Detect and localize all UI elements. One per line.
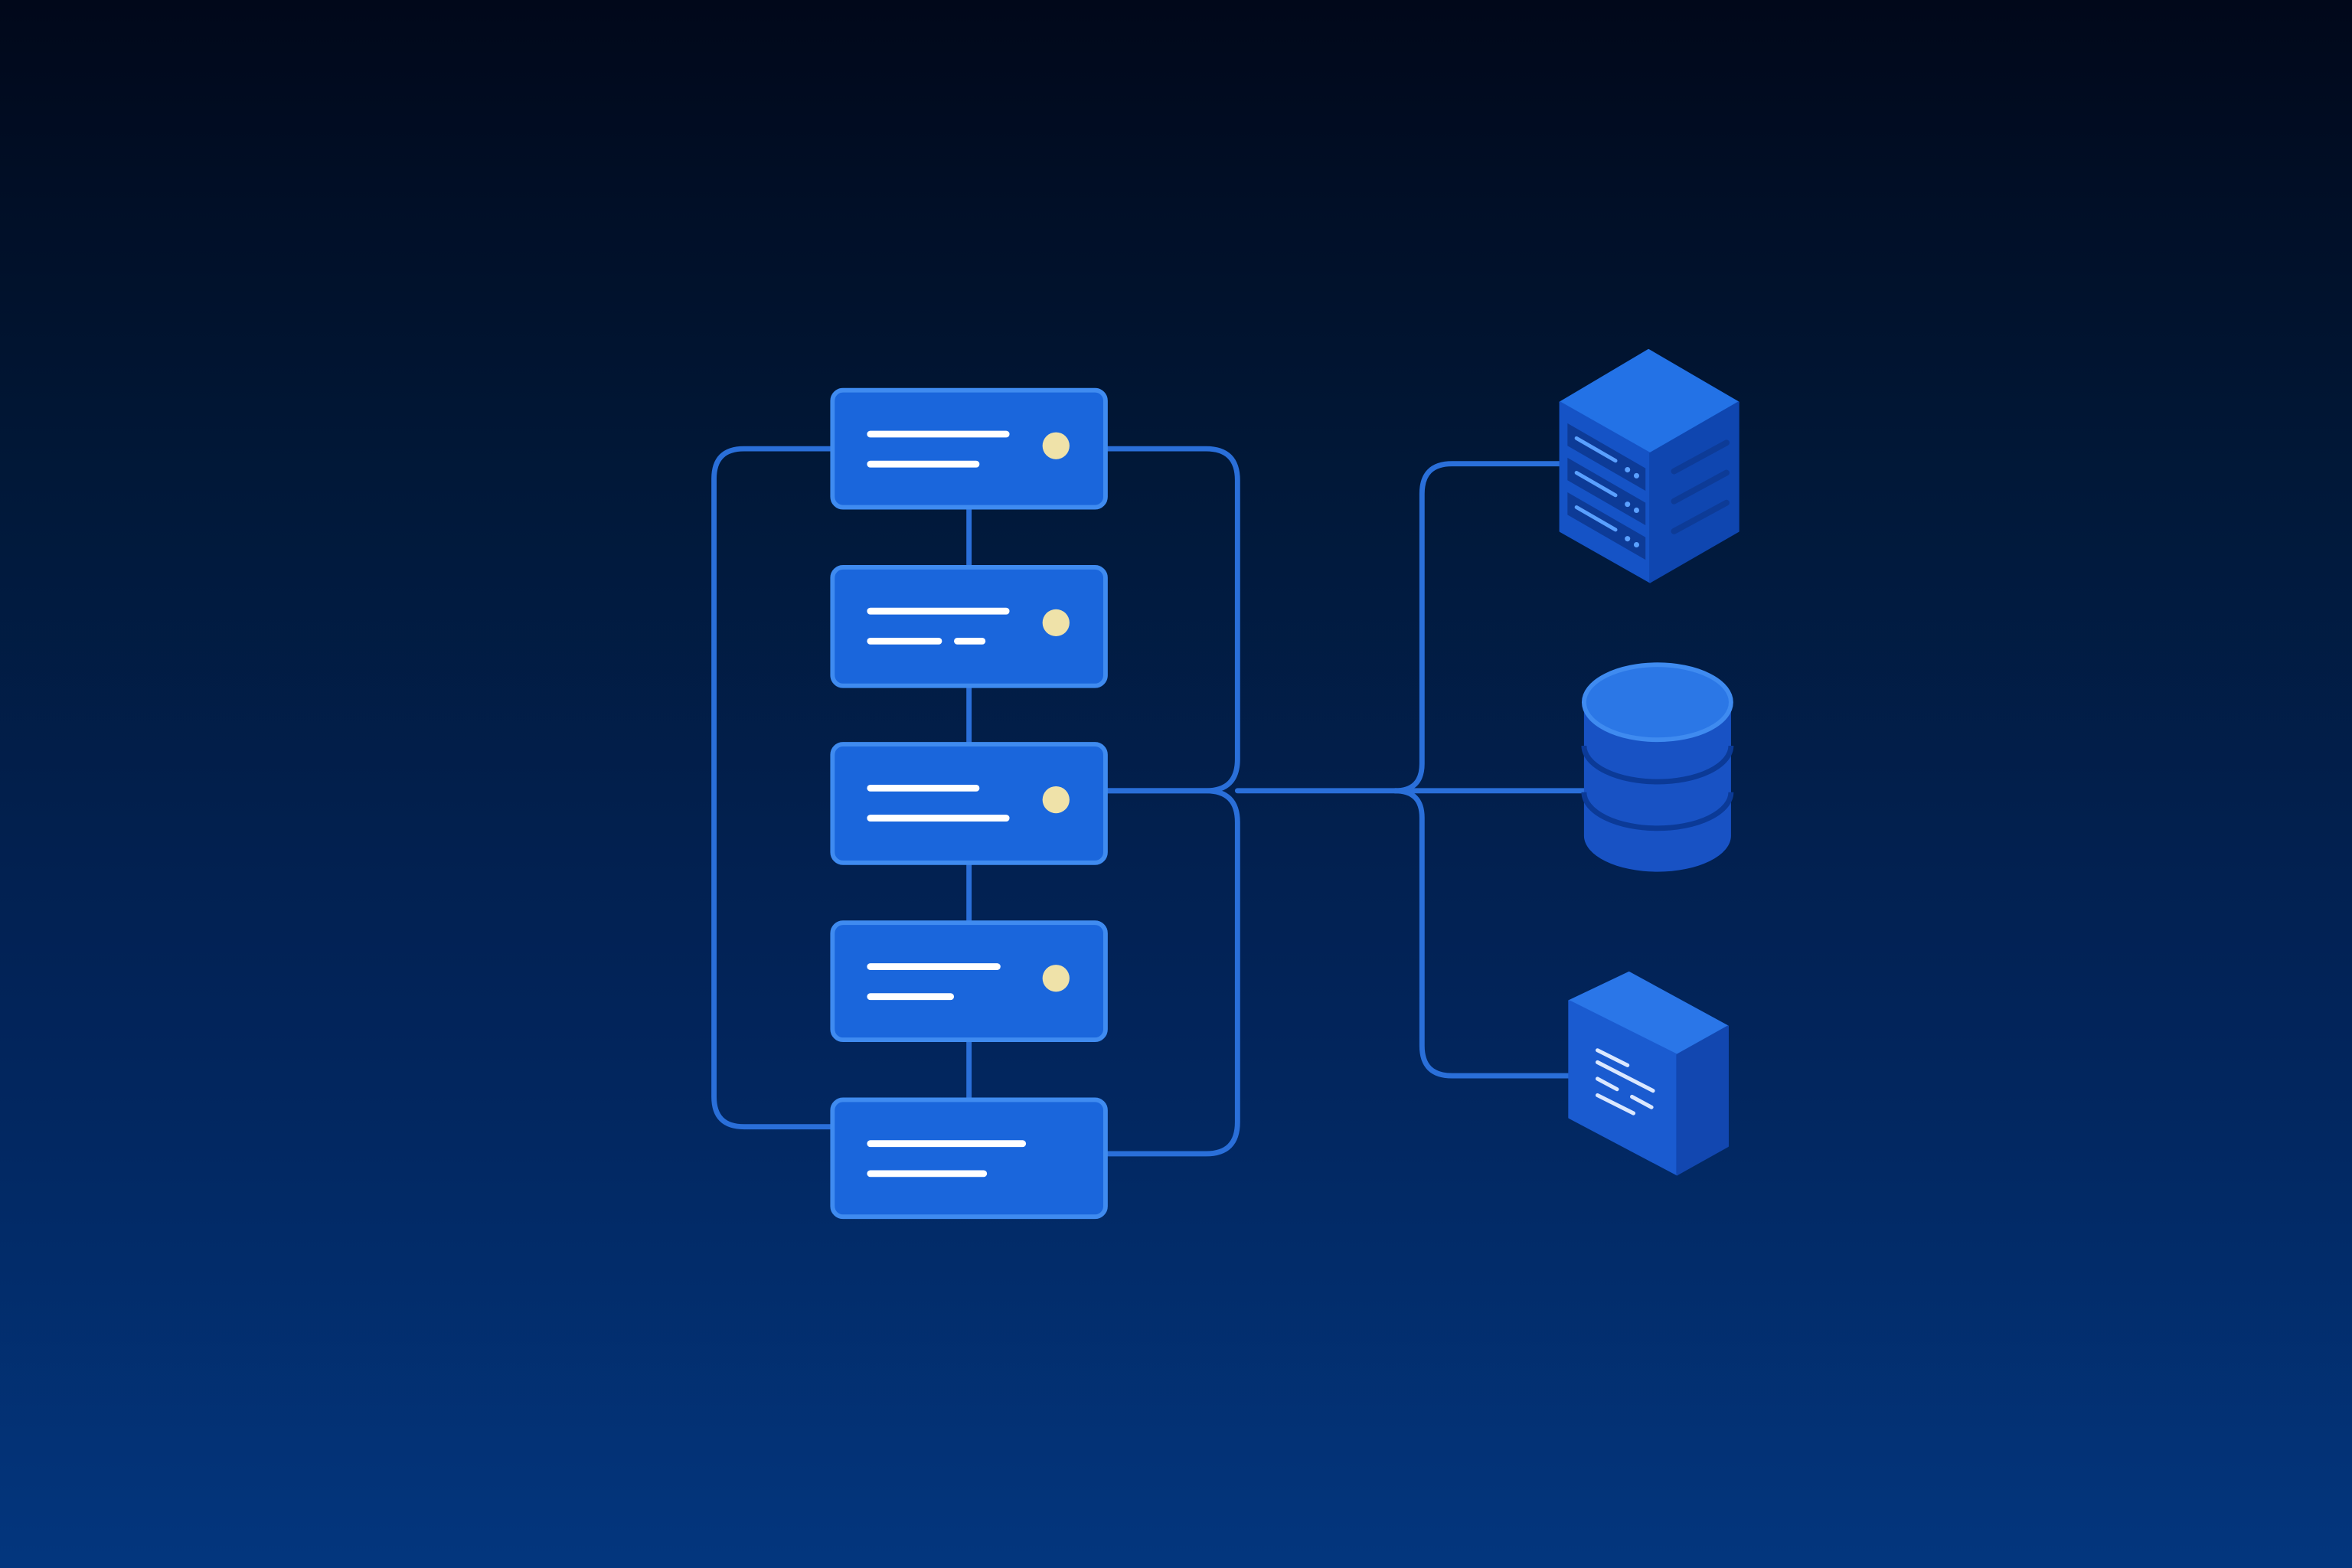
service-card-5 [830,1097,1108,1220]
status-dot [1042,786,1070,814]
connector-right-loop-bottom [1102,788,1240,1157]
connector-to-document [1392,788,1575,1079]
service-card-4 [830,920,1108,1042]
status-dot [1042,609,1070,637]
connector-right-loop-top [1102,446,1240,794]
connector-left-loop [711,446,837,1130]
database-icon [1581,662,1734,872]
server-icon [1559,348,1740,583]
status-dot [1042,965,1070,992]
status-dot [1042,432,1070,459]
document-icon [1568,971,1729,1176]
service-card-3 [830,742,1108,865]
service-card-2 [830,564,1108,688]
service-card-1 [830,387,1108,510]
connector-to-server [1392,461,1566,794]
connectors [711,446,1589,1157]
